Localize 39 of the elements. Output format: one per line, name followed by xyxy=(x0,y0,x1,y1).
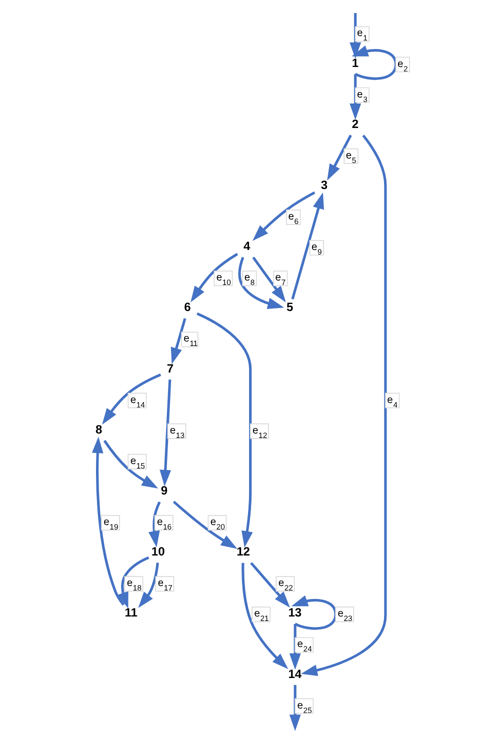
edge-label: e$_{3}$ xyxy=(356,89,367,104)
edge-label: e$_{23}$ xyxy=(337,608,352,624)
edge-label: e$_{2}$ xyxy=(397,58,408,74)
node-text: 5 xyxy=(286,300,293,314)
edge-label: e$_{22}$ xyxy=(278,578,292,593)
edge-label: e$_{18}$ xyxy=(126,578,142,593)
edge-label: e$_{8}$ xyxy=(244,272,254,288)
edge-label: e$_{4}$ xyxy=(386,394,398,410)
edge-label: e$_{16}$ xyxy=(156,516,172,532)
node-text: 6 xyxy=(184,300,190,314)
node-text: 3 xyxy=(320,178,328,192)
edge-label: e$_{10}$ xyxy=(216,272,231,288)
node-text: 10 xyxy=(150,544,164,559)
edge-label: e$_{20}$ xyxy=(210,516,224,532)
edge-label: e$_{24}$ xyxy=(296,639,312,654)
node-text: 4 xyxy=(242,239,250,254)
node-text: 9 xyxy=(160,484,168,498)
edge-label: e$_{11}$ xyxy=(183,334,198,348)
edge-label: e$_{13}$ xyxy=(169,425,184,440)
edge-label: e$_{9}$ xyxy=(310,242,322,257)
edge-label: e$_{5}$ xyxy=(345,150,356,165)
node-text: 7 xyxy=(166,361,174,376)
edge-label: e$_{19}$ xyxy=(103,516,118,532)
edge-label: e$_{7}$ xyxy=(274,272,286,288)
edge-label: e$_{17}$ xyxy=(157,578,172,593)
node-text: 2 xyxy=(351,116,358,131)
edge-label: e$_{14}$ xyxy=(130,394,144,410)
node-text: 8 xyxy=(94,422,102,436)
node-text: 11 xyxy=(124,606,137,620)
node-text: 14 xyxy=(288,666,302,681)
edge-label: e$_{12}$ xyxy=(252,425,267,440)
edge-label: e$_{21}$ xyxy=(254,608,268,624)
node-text: 13 xyxy=(288,606,302,620)
edge-label: e$_{1}$ xyxy=(356,28,367,43)
edge-label: e$_{6}$ xyxy=(288,211,298,226)
edge-label: e$_{25}$ xyxy=(296,700,312,715)
node-text: 1 xyxy=(351,56,358,70)
node-text: 12 xyxy=(236,544,250,559)
edge-label: e$_{15}$ xyxy=(130,456,144,470)
